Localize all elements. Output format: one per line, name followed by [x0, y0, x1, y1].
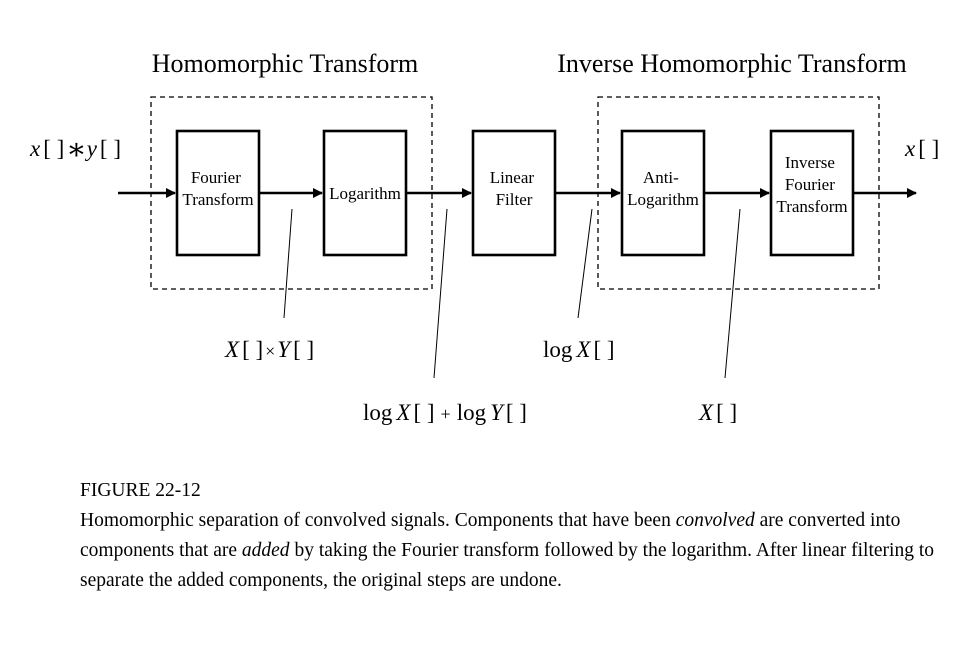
- fourier-transform-label: Fourier Transform: [182, 168, 253, 209]
- anti-logarithm-block: [620, 129, 706, 257]
- log-sum-pointer-line: [433, 208, 448, 379]
- input-signal-label: x[ ]∗y[ ]: [29, 133, 121, 166]
- product-signal-label: X[ ]×Y[ ]: [224, 337, 314, 362]
- caption-text: Homomorphic separation of convolved sign…: [80, 510, 934, 591]
- inverse-fourier-transform-block: [769, 129, 855, 257]
- x-cap-signal-label: X[ ]: [698, 400, 737, 425]
- fourier-transform-block: [175, 129, 261, 257]
- x-cap-pointer-line: [724, 208, 741, 379]
- product-pointer-line: [283, 208, 293, 319]
- figure-caption: FIGURE 22-12 Homomorphic separation of c…: [80, 476, 940, 596]
- log-x-pointer-line: [577, 208, 593, 319]
- inverse-homomorphic-transform-title: Inverse Homomorphic Transform: [557, 49, 907, 78]
- figure-label: FIGURE 22-12: [80, 480, 201, 501]
- logarithm-label: Logarithm: [329, 184, 401, 203]
- linear-filter-label: Linear Filter: [490, 168, 539, 209]
- homomorphic-transform-title: Homomorphic Transform: [152, 49, 419, 78]
- inverse-fourier-transform-label: Inverse Fourier Transform: [776, 153, 847, 216]
- output-signal-label: x[ ]: [904, 136, 939, 161]
- logarithm-block: [322, 129, 408, 257]
- anti-logarithm-label: Anti- Logarithm: [627, 168, 699, 209]
